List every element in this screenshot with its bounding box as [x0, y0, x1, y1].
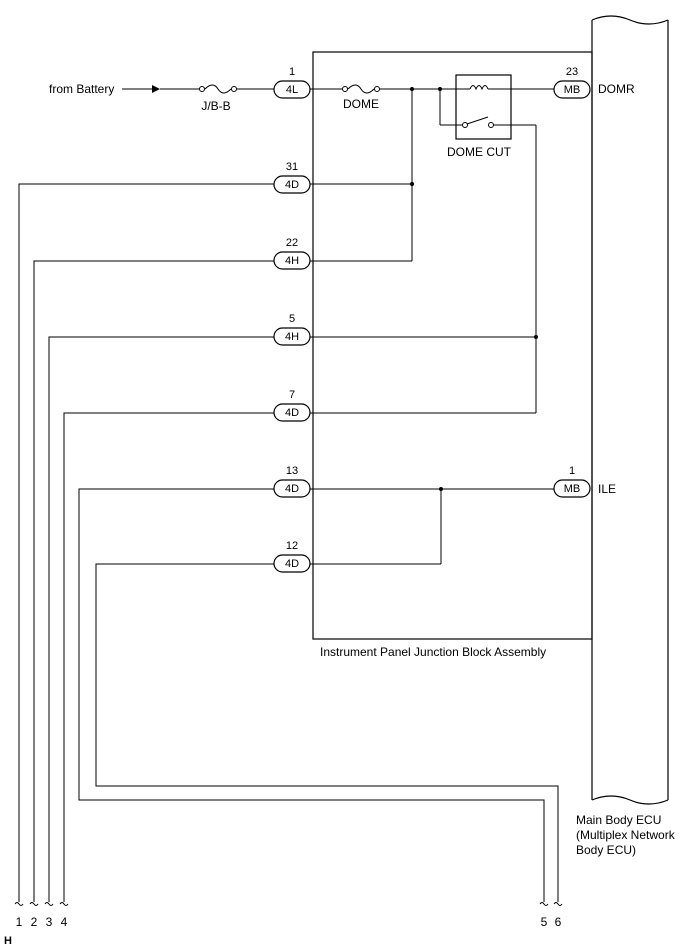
corner-mark: H — [4, 935, 12, 947]
ecu-connector-domr: MB 23 DOMR — [553, 66, 635, 99]
connector-pin: 1 — [289, 66, 295, 78]
connector-code: 4H — [285, 331, 299, 343]
signal-label: DOMR — [598, 82, 635, 96]
connector-7: 4D 12 — [273, 540, 311, 573]
connector-2: 4D 31 — [273, 161, 311, 194]
connector-code: 4D — [285, 407, 299, 419]
internal-wires — [310, 87, 554, 565]
dome-cut-relay — [439, 74, 536, 140]
connector-pin: 12 — [286, 540, 298, 552]
connector-pin: 22 — [286, 237, 298, 249]
fuse-dome-label: DOME — [343, 97, 379, 111]
connector-pin: 1 — [569, 465, 575, 477]
terminal-label: 3 — [46, 915, 53, 929]
connector-pin: 31 — [286, 161, 298, 173]
connector-pin: 13 — [286, 465, 298, 477]
connector-code: MB — [564, 84, 581, 96]
terminal-label: 4 — [61, 915, 68, 929]
connector-pin: 7 — [289, 389, 295, 401]
arrow-icon — [152, 85, 160, 93]
connector-code: 4H — [285, 255, 299, 267]
terminal-label: 6 — [555, 915, 562, 929]
terminal-label: 1 — [16, 915, 23, 929]
terminal-label: 5 — [541, 915, 548, 929]
external-wires — [18, 183, 559, 902]
connector-code: MB — [564, 483, 581, 495]
battery-feed — [122, 84, 554, 94]
fuse-jbb-label: J/B-B — [201, 99, 230, 113]
junction-block-label: Instrument Panel Junction Block Assembly — [320, 645, 546, 659]
relay-label: DOME CUT — [447, 145, 512, 159]
signal-label: ILE — [598, 482, 616, 496]
connector-1: 4L 1 — [273, 66, 311, 99]
connector-code: 4D — [285, 558, 299, 570]
connector-3: 4H 22 — [273, 237, 311, 270]
connector-6: 4D 13 — [273, 465, 311, 498]
wire-break-marks — [14, 902, 563, 906]
ecu-label-line-2: (Multiplex Network — [576, 828, 676, 842]
ecu-label-line-3: Body ECU) — [576, 843, 636, 857]
source-label: from Battery — [49, 82, 114, 96]
connector-pin: 5 — [289, 313, 295, 325]
junction-block-outline — [312, 51, 593, 640]
connector-pin: 23 — [566, 66, 578, 78]
connector-code: 4L — [286, 84, 298, 96]
terminal-label: 2 — [31, 915, 38, 929]
ecu-label-line-1: Main Body ECU — [576, 813, 661, 827]
connector-code: 4D — [285, 483, 299, 495]
ecu-outline — [591, 15, 669, 805]
connector-4: 4H 5 — [273, 313, 311, 346]
connector-5: 4D 7 — [273, 389, 311, 422]
connector-code: 4D — [285, 179, 299, 191]
ecu-connector-ile: MB 1 ILE — [553, 465, 616, 498]
